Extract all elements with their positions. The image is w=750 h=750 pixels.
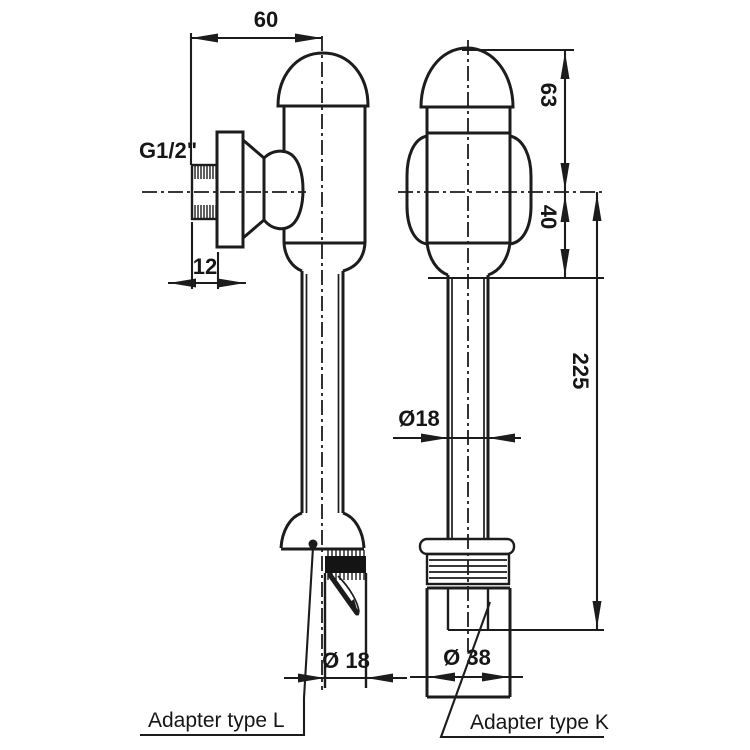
adapter-l-walls	[323, 573, 368, 688]
dim-225-arrow-bottom	[592, 601, 602, 628]
dim-adapter-k-diameter: Ø 38	[410, 645, 523, 682]
dim-60-lines	[189, 33, 322, 165]
dim-63: 63	[462, 48, 574, 277]
dim-adapter-k-arrow-left	[428, 672, 455, 682]
dim-40: 40	[428, 195, 604, 280]
side-view	[405, 46, 533, 699]
inlet-thread-label: G1/2"	[139, 138, 197, 163]
adapter-k-thread-section	[425, 552, 511, 586]
flush-tube-side-outer	[446, 275, 490, 539]
dim-adapter-k-arrow-right	[482, 672, 509, 682]
dim-225: 225	[448, 192, 604, 632]
push-button-dome-front	[276, 51, 370, 108]
dim-tube-text: Ø18	[398, 406, 440, 431]
adapter-l-leader	[140, 546, 315, 737]
dim-225-text: 225	[568, 353, 593, 390]
adapter-k-thread-outline	[425, 552, 511, 586]
dim-tube-diameter: Ø18	[393, 406, 521, 443]
dim-12-arrow-right	[218, 278, 245, 288]
valve-body-front	[282, 106, 367, 245]
dim-60-arrow-left	[191, 33, 218, 43]
callout-labels: Adapter type L Adapter type K	[140, 546, 609, 739]
adapter-k-flange-disc	[418, 537, 516, 556]
adapter-l-seal-band	[325, 556, 366, 573]
dim-63-text: 63	[536, 83, 561, 107]
dim-225-lines	[448, 192, 604, 632]
inlet-cone	[242, 138, 266, 240]
centerlines	[142, 36, 604, 690]
dim-12-arrow-left	[169, 278, 196, 288]
adapter-k-body	[425, 586, 512, 699]
flush-tube-front-outer	[300, 271, 345, 513]
flush-tube-side-inner	[451, 278, 485, 539]
front-view	[190, 51, 370, 688]
valve-body-left-bulge	[405, 134, 428, 246]
dim-adapter-l-arrow-right	[366, 673, 393, 683]
adapter-type-l	[323, 550, 368, 688]
dim-12-text: 12	[193, 254, 217, 279]
inlet-flange-plate	[215, 130, 245, 249]
flush-tube-front-inner	[305, 274, 340, 513]
dim-tube-arrow-left	[421, 433, 448, 443]
adapter-k-label: Adapter type K	[470, 711, 609, 734]
dim-adapter-l-arrow-left	[298, 673, 325, 683]
adapter-l-clip-edge	[337, 575, 360, 613]
dim-63-arrow-bottom	[560, 163, 570, 190]
adapter-k-leader	[439, 601, 604, 739]
dim-adapter-l-text: Ø 18	[322, 648, 370, 673]
valve-body-right-bulge	[509, 134, 533, 246]
dim-12: 12	[168, 222, 246, 289]
dim-tube-arrow-right	[488, 433, 515, 443]
dim-225-arrow-top	[592, 194, 602, 221]
push-button-dome-side	[419, 46, 515, 109]
dim-40-text: 40	[536, 205, 561, 229]
adapter-l-clip-tip	[348, 599, 359, 616]
outlet-bell-escutcheon	[279, 511, 366, 551]
dim-60: 60	[189, 7, 322, 165]
valve-body-bottom-cap-side	[425, 242, 512, 277]
dim-adapter-l-diameter: Ø 18	[284, 648, 407, 683]
side-inlet-connection	[190, 130, 305, 249]
leader-dot	[308, 539, 318, 549]
dim-40-arrow-bottom	[560, 249, 570, 276]
dim-60-text: 60	[254, 7, 278, 32]
thread-hatch-top	[194, 165, 217, 179]
valve-body-bottom-cap-front	[282, 242, 367, 273]
inlet-valve-knob	[262, 149, 305, 231]
dim-40-arrow-top	[560, 195, 570, 222]
adapter-k-thread-ridges	[429, 559, 507, 579]
dimensions: 60 G1/2" 12 63 40	[139, 7, 604, 683]
thread-hatch-bottom	[194, 205, 217, 219]
adapter-l-thread-ticks-top	[327, 550, 365, 556]
adapter-l-label: Adapter type L	[148, 709, 285, 732]
valve-body-side	[425, 107, 512, 245]
dim-60-arrow-right	[295, 33, 322, 43]
dim-63-arrow-top	[560, 52, 570, 79]
